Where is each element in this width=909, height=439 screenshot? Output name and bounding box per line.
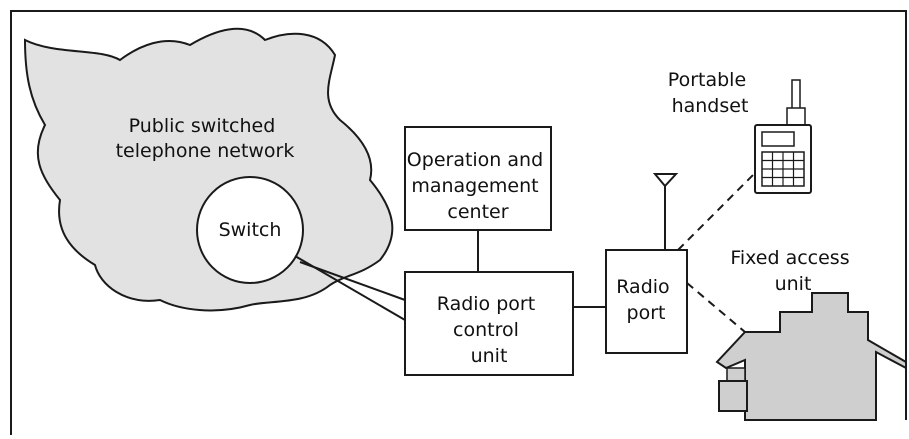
handset-label: Portable handset [668,69,752,117]
rpcu-label: Radio port control unit [437,293,541,367]
switch-node [196,176,304,284]
omc-label: Operation and management center [407,149,549,223]
pstn-cloud [23,27,394,312]
switch-label: Switch [219,219,282,241]
handset-icon [754,79,812,194]
house-icon [715,292,907,421]
rpcu-box [404,271,574,376]
fau-label: Fixed access unit [730,247,855,295]
frame-border [10,10,907,435]
radio-port-box [605,249,688,354]
radio-port-label: Radio port [616,276,675,324]
switch-rpcu-link-2 [299,261,406,301]
cloud-label: Public switched telephone network [116,115,295,162]
wireless-link-handset [677,167,761,251]
wireless-link-fau [686,282,746,333]
antenna-icon [652,173,679,250]
